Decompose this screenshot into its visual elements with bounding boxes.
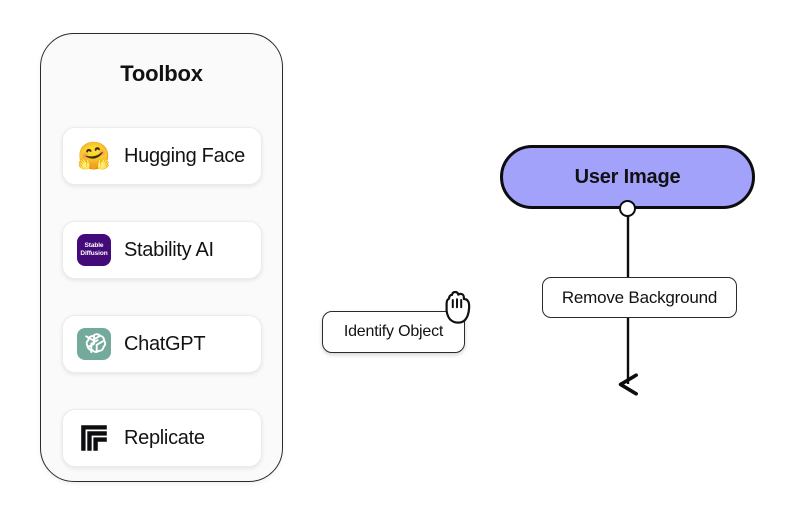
hugging-face-emoji-icon: 🤗 — [77, 140, 111, 171]
sd-logo-line1: Stable — [84, 242, 104, 250]
toolbox-item-label: Stability AI — [124, 238, 214, 261]
toolbox-item-label: Replicate — [124, 426, 205, 449]
toolbox-item-label: ChatGPT — [124, 332, 206, 355]
node-identify-object-label: Identify Object — [343, 323, 444, 340]
toolbox-item-stability-ai[interactable]: Stable Diffusion Stability AI — [62, 221, 262, 279]
toolbox-panel: Toolbox 🤗 Hugging Face Stable Diffusion … — [40, 33, 283, 482]
sd-logo-line2: Diffusion — [80, 250, 108, 257]
node-user-image-label: User Image — [574, 165, 681, 188]
replicate-logo-icon — [77, 421, 111, 455]
toolbox-title: Toolbox — [120, 61, 203, 86]
source-handle-bottom[interactable] — [619, 200, 636, 217]
node-identify-object[interactable]: Identify Object — [322, 311, 465, 353]
openai-logo-icon — [77, 328, 111, 360]
edge-label-text: Remove Background — [561, 287, 718, 307]
toolbox-item-replicate[interactable]: Replicate — [62, 409, 262, 467]
grabbing-hand-cursor — [445, 290, 471, 324]
toolbox-item-label: Hugging Face — [124, 144, 245, 167]
toolbox-item-chatgpt[interactable]: ChatGPT — [62, 315, 262, 373]
toolbox-item-hugging-face[interactable]: 🤗 Hugging Face — [62, 127, 262, 185]
stable-diffusion-logo-icon: Stable Diffusion — [77, 234, 111, 266]
edge-label-remove-background[interactable]: Remove Background — [542, 277, 737, 318]
toolbox-item-list: 🤗 Hugging Face Stable Diffusion Stabilit… — [62, 127, 262, 467]
node-user-image[interactable]: User Image — [500, 145, 755, 209]
